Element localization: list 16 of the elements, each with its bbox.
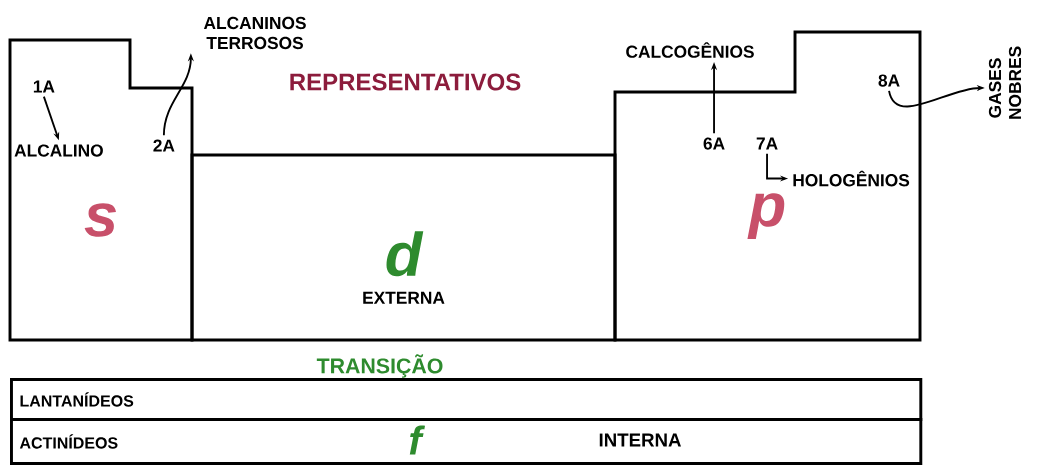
family-name: ALCANINOS TERROSOS <box>203 16 306 50</box>
group-label: 1A <box>33 80 55 93</box>
family-name: HOLOGÊNIOS <box>793 170 910 187</box>
section-label: INTERNA <box>599 433 681 447</box>
group-label: 2A <box>153 139 175 152</box>
f-letter: f <box>409 425 425 455</box>
d-block: d EXTERNA <box>190 153 617 342</box>
section-label: TRANSIÇÃO <box>316 354 443 378</box>
family-name: GASES NOBRES <box>988 46 1022 119</box>
group-label: 7A <box>756 137 778 150</box>
family-name: ALCALINO <box>14 144 103 157</box>
family-name: CALCOGÊNIOS <box>626 42 754 58</box>
table-row: LANTANÍDEOS <box>10 378 923 421</box>
section-label: REPRESENTATIVOS <box>290 73 521 91</box>
group-label: 8A <box>878 74 900 87</box>
group-label: 6A <box>703 137 725 150</box>
